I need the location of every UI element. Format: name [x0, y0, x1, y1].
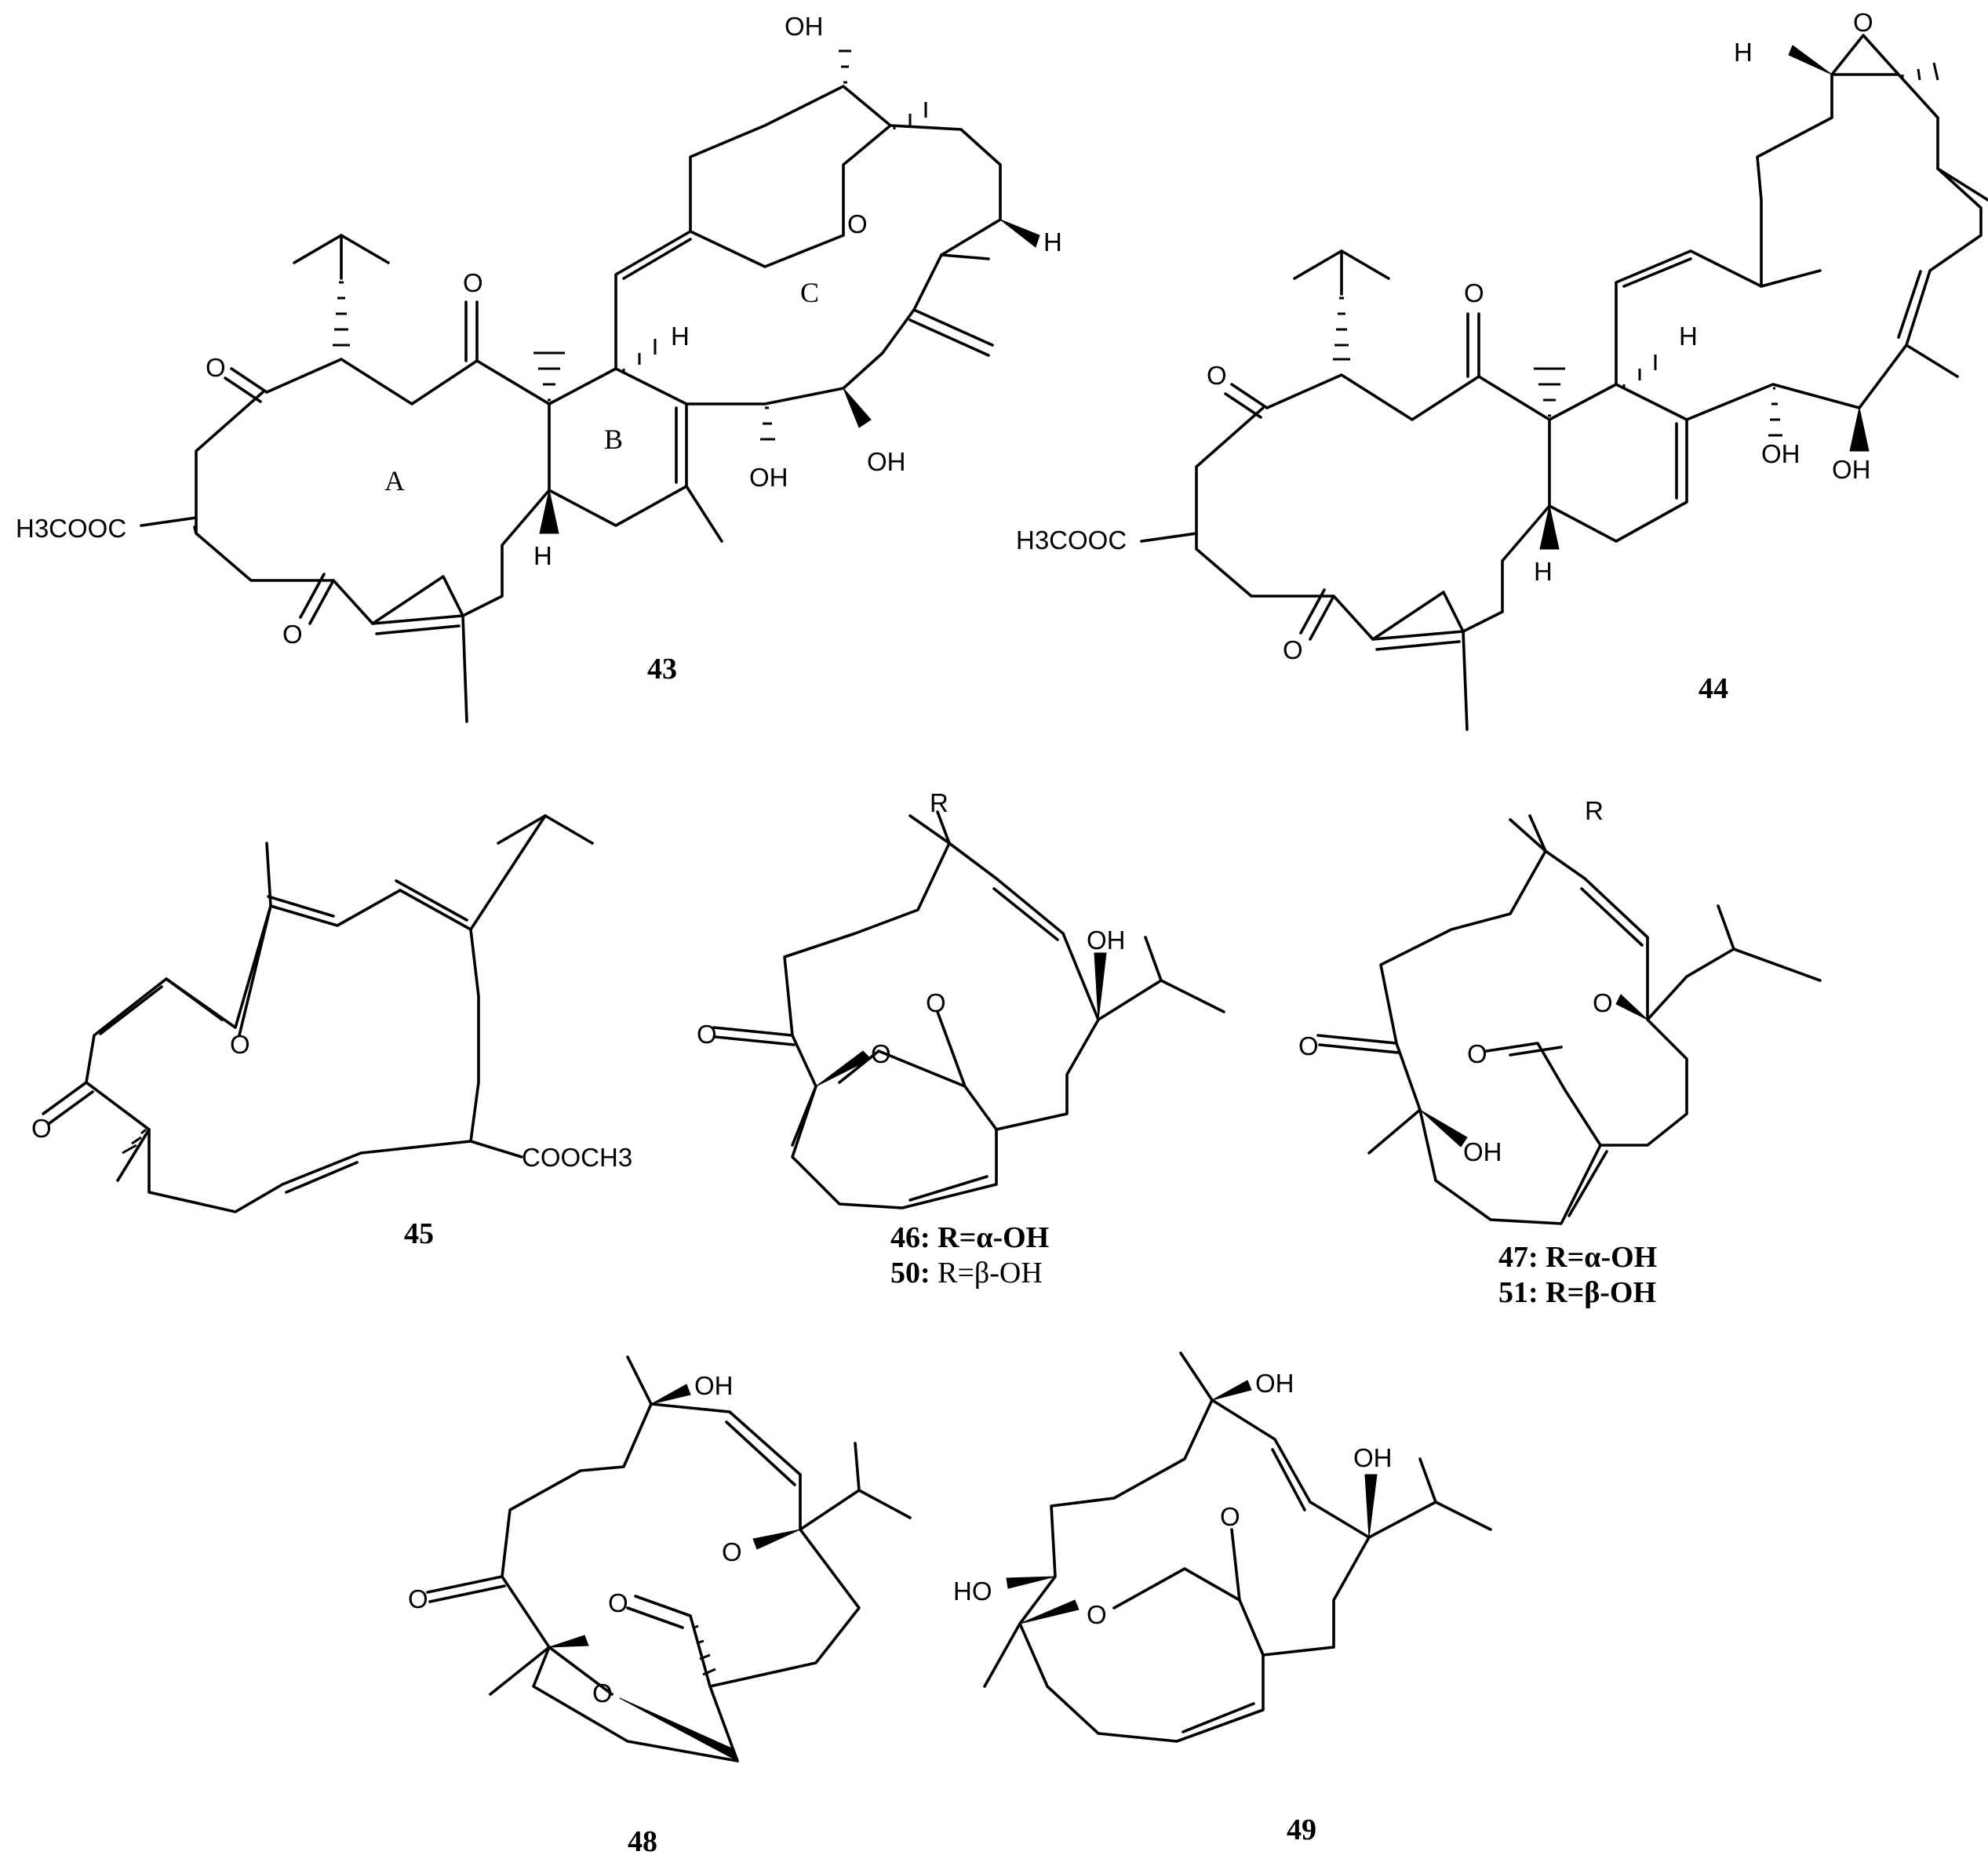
atom-label: OH: [1255, 1369, 1294, 1398]
label-line-47: 47: R=α-OH: [1498, 1241, 1657, 1274]
atom-label: O: [1298, 1031, 1319, 1060]
atom-label: O: [463, 268, 483, 297]
atom-label: HO: [953, 1577, 992, 1606]
atom-label: OH: [749, 463, 788, 492]
compound-48: OH O O O O 48: [408, 1355, 912, 1858]
atom-label: H: [671, 322, 690, 351]
atom-label: O: [847, 209, 868, 238]
atom-label: OH: [1761, 439, 1800, 468]
atom-label: O: [206, 353, 226, 382]
atom-label: H: [1734, 38, 1753, 67]
atom-label: OH: [867, 447, 906, 476]
atom-label: O: [697, 1020, 717, 1049]
ester-label: COOCH3: [522, 1143, 632, 1172]
compound-46: R OH O O O 46: R=α-OH 50: R=β-OH: [697, 788, 1225, 1289]
atom-label: O: [608, 1588, 628, 1617]
atom-label: O: [1283, 635, 1303, 664]
atom-label: H: [1679, 322, 1698, 351]
r-definition: R=β-OH: [938, 1257, 1043, 1289]
atom-label: H: [1043, 227, 1062, 256]
compound-49: OH OH HO O O 49: [953, 1351, 1492, 1846]
atom-label: O: [1087, 1600, 1107, 1629]
atom-label: O: [1207, 361, 1227, 390]
r-group: R: [1585, 796, 1604, 825]
atom-label: O: [1464, 278, 1484, 307]
ester-label: H3COOC: [1016, 526, 1127, 555]
atom-label: O: [1220, 1502, 1240, 1531]
compound-43: OH O H OH OH H H H3COOC O O O A B C 43: [16, 12, 1062, 723]
compound-number: 45: [404, 1217, 434, 1250]
compound-number: 43: [647, 653, 677, 686]
atom-label: OH: [1463, 1137, 1502, 1166]
atom-label: H: [1534, 557, 1553, 586]
atom-label: O: [408, 1584, 428, 1613]
atom-label: OH: [1087, 926, 1126, 955]
compound-number: 51: [1498, 1276, 1528, 1309]
compound-44: O H H H OH OH H3COOC O O O 44: [1016, 8, 1988, 731]
compound-number: 46: [890, 1221, 920, 1254]
compound-47: R OH O O O 47: R=α-OH 51: R=β-OH: [1298, 796, 1822, 1309]
atom-label: OH: [694, 1371, 734, 1400]
compound-45: O O COOCH3 45: [31, 814, 632, 1250]
atom-label: O: [1467, 1039, 1487, 1068]
atom-label: OH: [785, 12, 824, 41]
atom-label: O: [871, 1039, 891, 1068]
atom-label: H: [533, 541, 552, 570]
atom-label: O: [282, 620, 303, 649]
atom-label: O: [1853, 8, 1873, 37]
hash-bond: [333, 281, 350, 347]
label-line-46: 46: R=α-OH: [890, 1221, 1049, 1254]
r-definition: R=β-OH: [1546, 1276, 1656, 1309]
compound-number: 44: [1699, 672, 1728, 705]
atom-label: OH: [1353, 1443, 1393, 1472]
compound-number: 47: [1498, 1241, 1528, 1274]
atom-label: O: [230, 1030, 250, 1059]
atom-label: O: [31, 1114, 52, 1143]
atom-label: O: [926, 988, 946, 1017]
atom-label: OH: [1832, 455, 1871, 484]
compound-number: 49: [1287, 1813, 1316, 1846]
atom-label: O: [1593, 988, 1613, 1017]
ring-label-a: A: [384, 465, 405, 497]
r-definition: R=α-OH: [938, 1221, 1049, 1254]
compound-number: 50: [890, 1257, 920, 1289]
ester-label: H3COOC: [16, 514, 126, 543]
label-line-51: 51: R=β-OH: [1498, 1276, 1656, 1309]
compound-number: 48: [628, 1825, 657, 1858]
r-group: R: [930, 788, 948, 817]
atom-label: O: [592, 1679, 613, 1708]
r-definition: R=α-OH: [1546, 1241, 1657, 1274]
ring-label-c: C: [800, 277, 819, 308]
atom-label: O: [722, 1537, 742, 1566]
ring-label-b: B: [604, 424, 623, 455]
label-line-50: 50: R=β-OH: [890, 1257, 1043, 1289]
